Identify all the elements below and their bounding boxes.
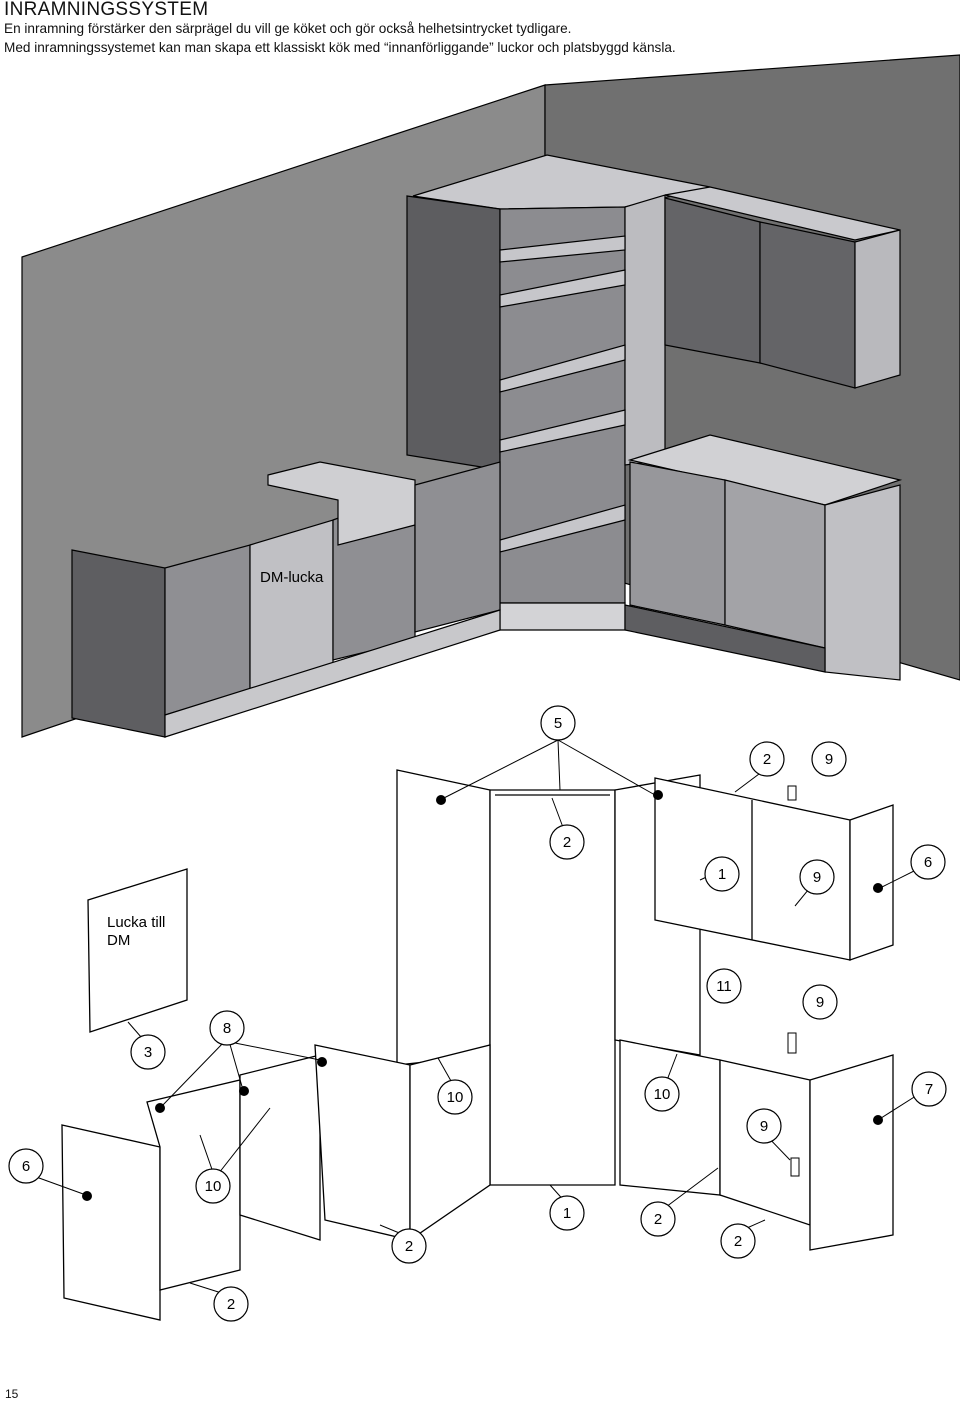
callout-bubbles xyxy=(8,705,947,1322)
intro-text: En inramning förstärker den särprägel du… xyxy=(4,19,676,57)
dm-door-label-line-2: DM xyxy=(107,932,130,949)
base-frame-sink xyxy=(409,1044,491,1242)
assembled-kitchen-figure xyxy=(21,54,960,738)
base-frame-left xyxy=(146,1079,241,1291)
callout-1a: 1 xyxy=(718,866,726,883)
callout-10c: 10 xyxy=(205,1178,222,1195)
base-cabinet-3 xyxy=(414,461,501,633)
intro-line-2: Med inramningssystemet kan man skapa ett… xyxy=(4,40,676,55)
callout-11: 11 xyxy=(716,978,732,995)
callout-8: 8 xyxy=(223,1020,231,1037)
callout-2e: 2 xyxy=(734,1233,742,1250)
dm-door-label-line-1: Lucka till xyxy=(107,914,165,931)
callout-10b: 10 xyxy=(654,1086,671,1103)
callout-2d: 2 xyxy=(654,1211,662,1228)
drawer-cabinet xyxy=(724,479,826,649)
page-title: INRAMNINGSSYSTEM xyxy=(4,0,209,20)
callout-6b: 6 xyxy=(22,1158,30,1175)
exploded-framing-figure xyxy=(61,769,894,1321)
callout-9d: 9 xyxy=(760,1118,768,1135)
callout-1b: 1 xyxy=(563,1205,571,1222)
wall-cabinet-door-left xyxy=(664,197,761,364)
base-frame-middle xyxy=(239,1054,321,1241)
pantry-plinth xyxy=(499,602,626,631)
page-number: 15 xyxy=(5,1387,19,1401)
base-cabinet-end-panel xyxy=(71,549,166,738)
callout-2f: 2 xyxy=(227,1296,235,1313)
callout-10a: 10 xyxy=(447,1089,464,1106)
pantry-left-side xyxy=(406,195,501,471)
base-end-panel-left xyxy=(61,1124,161,1321)
base-end-panel-right xyxy=(809,1054,894,1251)
pantry-right-panel xyxy=(624,194,666,466)
callout-9b: 9 xyxy=(813,869,821,886)
base-plinth-right xyxy=(624,604,826,673)
callout-2a: 2 xyxy=(763,751,771,768)
callout-6a: 6 xyxy=(924,854,932,871)
sink-block xyxy=(267,461,416,546)
callout-2b: 2 xyxy=(563,834,571,851)
attachment-dots xyxy=(82,790,883,1201)
callout-3: 3 xyxy=(144,1044,152,1061)
base-end-panel-right xyxy=(824,484,901,681)
base-frame-right-1 xyxy=(619,1039,721,1196)
tall-side-panel-left xyxy=(396,769,491,1066)
dm-door-label: DM-lucka xyxy=(260,569,324,586)
base-cabinet-1 xyxy=(164,544,251,716)
wall-cabinet-side xyxy=(854,229,901,389)
callout-2c: 2 xyxy=(405,1238,413,1255)
wall-cabinet-side-panel xyxy=(849,804,894,961)
dm-door xyxy=(249,519,334,691)
base-side-panel xyxy=(314,1044,411,1241)
dm-door-panel xyxy=(87,868,188,1033)
callout-9c: 9 xyxy=(816,994,824,1011)
base-cabinet-right-1 xyxy=(629,461,726,626)
callout-5: 5 xyxy=(554,715,562,732)
callout-numbers: 5 2 9 2 1 9 6 11 9 3 8 10 10 7 9 6 10 2 … xyxy=(22,715,933,1313)
callout-7: 7 xyxy=(925,1081,933,1098)
wall-cabinet-door-right xyxy=(759,221,856,389)
callout-9a: 9 xyxy=(825,751,833,768)
clip-parts xyxy=(787,785,800,1177)
intro-line-1: En inramning förstärker den särprägel du… xyxy=(4,21,572,36)
base-plinth-left xyxy=(164,609,501,738)
